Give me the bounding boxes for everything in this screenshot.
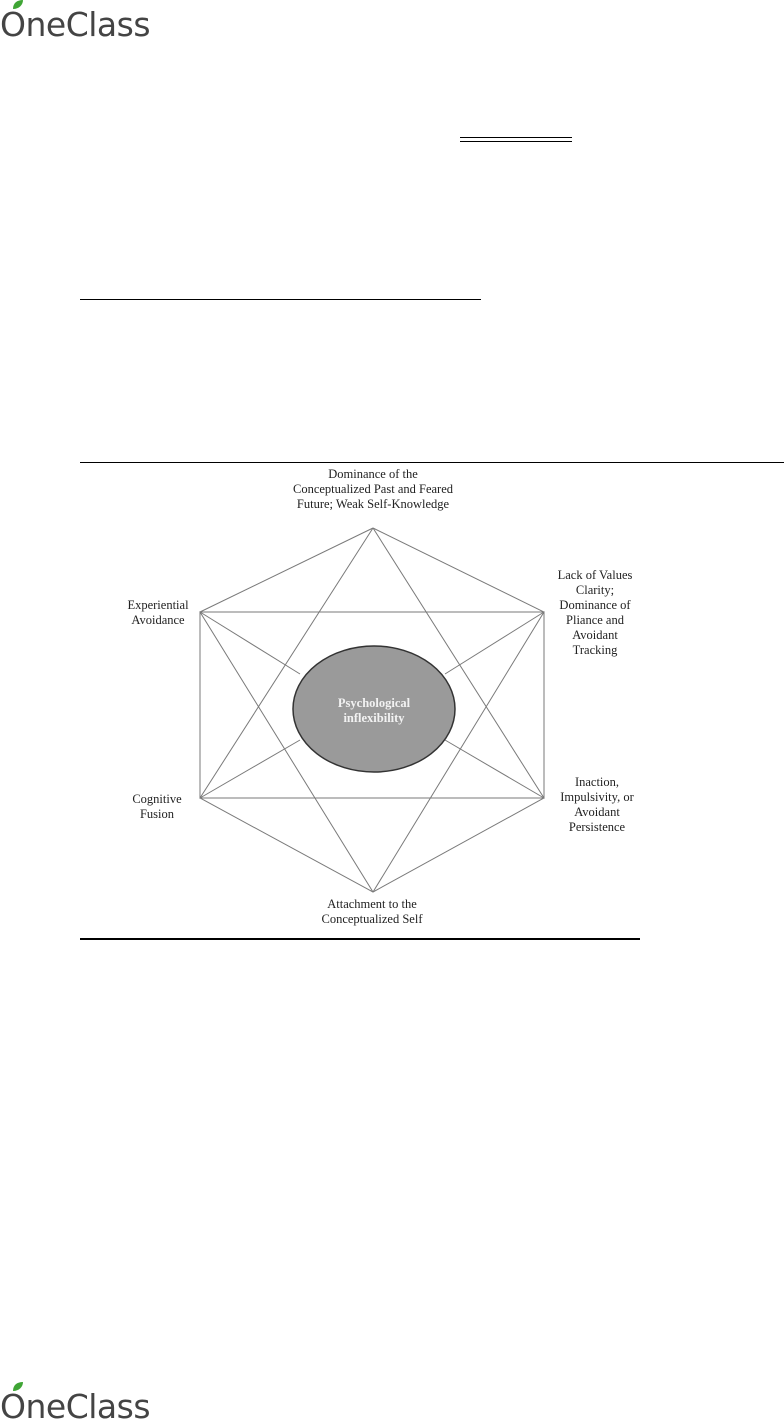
hexaflex-diagram: Psychological inflexibility Dominance of… [0, 462, 784, 942]
label-line: Avoidant [572, 628, 618, 642]
apple-leaf-icon [13, 1382, 23, 1391]
underline-rule [80, 299, 481, 300]
center-ellipse [292, 645, 456, 773]
center-label-line: Psychological [337, 696, 411, 710]
center-label-line: inflexibility [343, 711, 405, 725]
brand-text: OneClass [0, 5, 151, 44]
triangle-up [199, 611, 545, 893]
label-line: Inaction, [574, 775, 620, 789]
underline-rule [460, 137, 572, 138]
label-line: Attachment to the [327, 897, 417, 911]
brand-wordmark: OneClass [0, 0, 151, 44]
label-line: Conceptualized Self [321, 912, 423, 926]
spoke-upper-right [444, 611, 545, 675]
label-line: Clarity; [575, 583, 615, 597]
label-line: Avoidance [131, 613, 185, 627]
label-bottom: Attachment to the Conceptualized Self [292, 897, 452, 927]
figure-top-rule [80, 462, 784, 463]
label-line: Experiential [127, 598, 189, 612]
brand-text: OneClass [0, 1387, 151, 1426]
label-line: Conceptualized Past and Feared [292, 482, 454, 496]
label-line: Pliance and [566, 613, 624, 627]
brand-wordmark: OneClass [0, 1382, 151, 1426]
label-lower-left: Cognitive Fusion [112, 792, 202, 822]
hexaflex-lines [199, 527, 545, 893]
label-upper-left: Experiential Avoidance [108, 598, 208, 628]
label-line: Dominance of the [328, 467, 418, 481]
label-line: Cognitive [132, 792, 182, 806]
spoke-lower-right [444, 739, 545, 799]
oneclass-logo-header: OneClass [0, 0, 151, 44]
label-top: Dominance of the Conceptualized Past and… [273, 467, 473, 512]
label-upper-right: Lack of Values Clarity; Dominance of Pli… [540, 568, 650, 658]
label-line: Dominance of [559, 598, 631, 612]
label-line: Persistence [568, 820, 626, 834]
apple-leaf-icon [13, 0, 23, 9]
spoke-upper-left [199, 611, 301, 675]
label-lower-right: Inaction, Impulsivity, or Avoidant Persi… [538, 775, 656, 835]
label-line: Tracking [572, 643, 618, 657]
oneclass-logo-footer: OneClass [0, 1382, 151, 1426]
label-line: Fusion [139, 807, 175, 821]
underline-rule [460, 141, 572, 142]
label-line: Lack of Values [557, 568, 633, 582]
spoke-lower-left [199, 739, 301, 799]
figure-bottom-rule [80, 938, 640, 940]
triangle-down [199, 527, 545, 799]
label-line: Future; Weak Self-Knowledge [296, 497, 450, 511]
label-line: Impulsivity, or [560, 790, 634, 804]
label-line: Avoidant [574, 805, 620, 819]
center-label: Psychological inflexibility [314, 696, 434, 726]
